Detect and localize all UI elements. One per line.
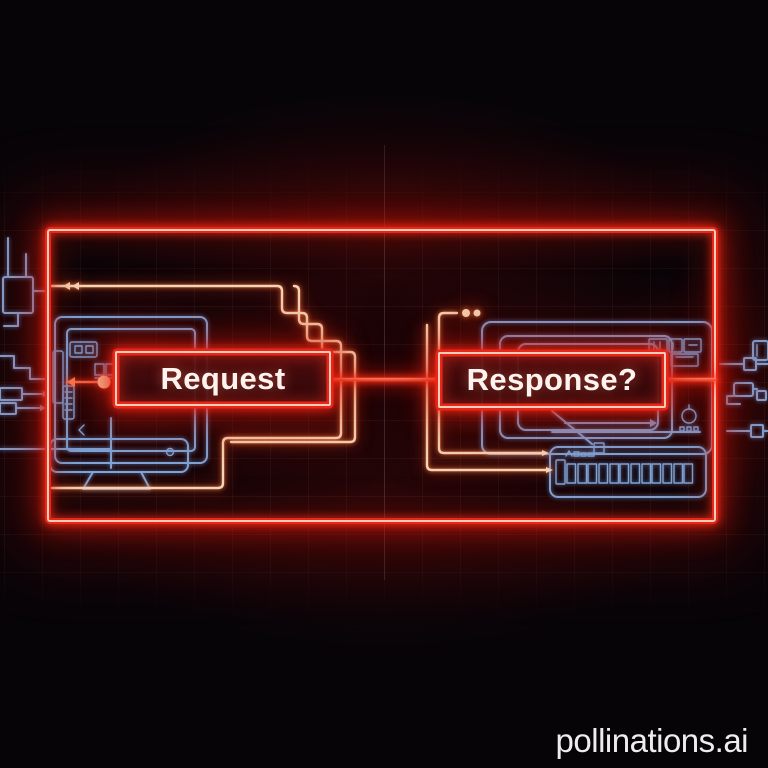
request-label: Request [160,360,286,396]
right-circuit-traces [719,340,768,438]
neon-border-frame [47,229,716,522]
response-box: Response? [438,352,666,408]
watermark-text: pollinations.ai [555,722,749,759]
request-box: Request [115,351,331,406]
response-border-connector-line [665,378,716,381]
orange-signal-traces [48,282,553,490]
arrow-left-icon [65,375,111,389]
response-label: Response? [466,362,638,397]
request-response-connector-line [329,378,439,381]
signal-dots-icon [462,309,481,317]
left-circuit-traces [0,237,112,469]
center-gridline [384,145,385,580]
ram-module-icon [549,446,707,498]
